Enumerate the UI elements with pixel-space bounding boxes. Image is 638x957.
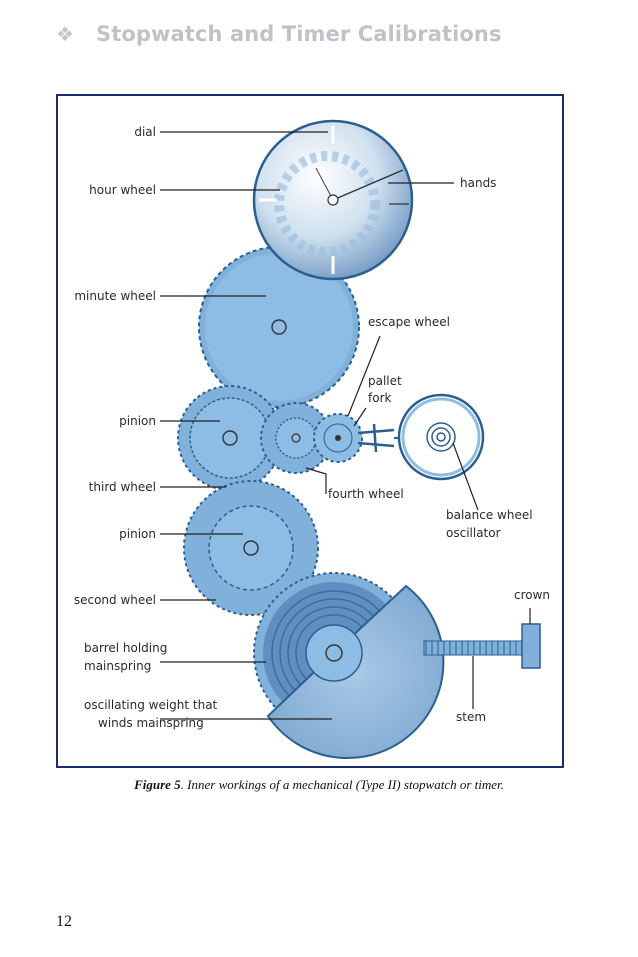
label-balance-wheel: balance wheel	[446, 508, 533, 522]
diamond-bullet-icon: ❖	[56, 22, 74, 46]
leader-lines	[160, 131, 531, 720]
barrel-and-weight	[253, 572, 541, 759]
label-pinion-top: pinion	[119, 414, 156, 428]
dial-face	[252, 119, 414, 281]
label-pallet: pallet	[368, 374, 402, 388]
minute-wheel-gear	[198, 246, 360, 408]
label-hands: hands	[460, 176, 496, 190]
figure-caption-text: . Inner workings of a mechanical (Type I…	[180, 777, 504, 792]
label-escape-wheel: escape wheel	[368, 315, 450, 329]
label-fourth-wheel: fourth wheel	[328, 487, 404, 501]
label-barrel-holding: barrel holding	[84, 641, 167, 655]
section-title: Stopwatch and Timer Calibrations	[96, 22, 502, 46]
label-hour-wheel: hour wheel	[89, 183, 156, 197]
page-number: 12	[56, 913, 72, 930]
second-wheel-gear	[183, 480, 319, 616]
label-third-wheel: third wheel	[89, 480, 156, 494]
figure-caption-number: Figure 5	[134, 777, 181, 792]
label-fork: fork	[368, 391, 392, 405]
third-wheel-gear	[177, 385, 283, 491]
label-pinion-bottom: pinion	[119, 527, 156, 541]
label-minute-wheel: minute wheel	[74, 289, 156, 303]
mechanism-diagram: dial hour wheel hands minute wheel escap…	[74, 119, 550, 759]
figure-frame: dial hour wheel hands minute wheel escap…	[56, 94, 564, 768]
label-oscillator: oscillator	[446, 526, 501, 540]
label-dial: dial	[134, 125, 156, 139]
label-stem: stem	[456, 710, 486, 724]
fourth-wheel-gear	[260, 402, 332, 474]
figure-caption: Figure 5. Inner workings of a mechanical…	[0, 777, 638, 793]
label-crown: crown	[514, 588, 550, 602]
label-winds-mainspring: winds mainspring	[98, 716, 204, 730]
page-header: ❖ Stopwatch and Timer Calibrations	[56, 22, 502, 46]
label-oscillating-weight: oscillating weight that	[84, 698, 218, 712]
label-mainspring: mainspring	[84, 659, 151, 673]
label-second-wheel: second wheel	[74, 593, 156, 607]
escapement	[313, 393, 485, 481]
